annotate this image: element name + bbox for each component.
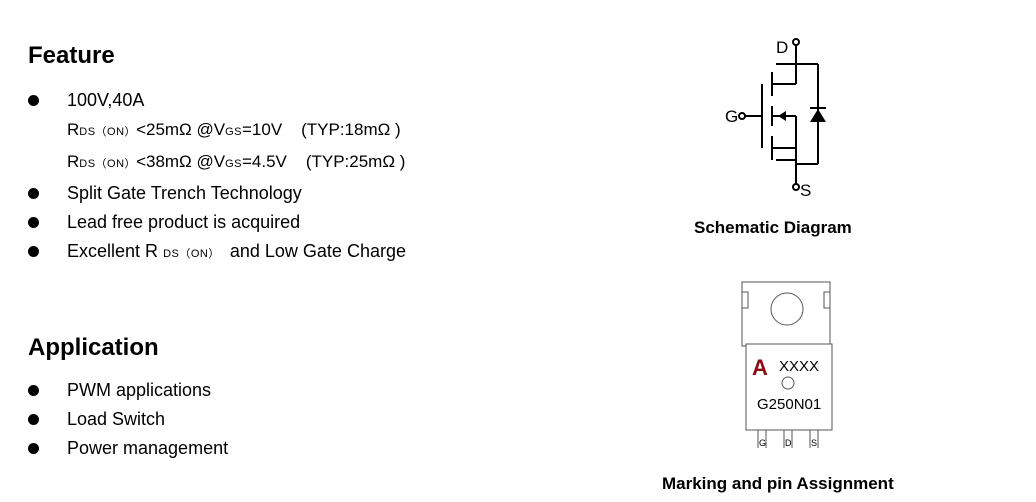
rds-spec-2: RDS（ON）<38mΩ @VGS=4.5V (TYP:25mΩ ) — [67, 152, 406, 171]
bullet-icon — [28, 443, 39, 454]
list-item: 100V,40A RDS（ON）<25mΩ @VGS=10V (TYP:18mΩ… — [28, 86, 406, 179]
feature-list: 100V,40A RDS（ON）<25mΩ @VGS=10V (TYP:18mΩ… — [28, 86, 406, 269]
application-heading: Application — [28, 334, 159, 361]
rating-text: 100V,40A — [67, 90, 145, 110]
mosfet-schematic: D G S — [725, 38, 826, 200]
pin-label-s: S — [811, 438, 817, 448]
diode-icon — [810, 109, 826, 122]
brand-logo: A — [752, 355, 768, 380]
lot-code: XXXX — [779, 358, 819, 375]
list-item: PWM applications — [28, 376, 228, 405]
bullet-icon — [28, 217, 39, 228]
channel-arrow-icon — [778, 111, 786, 121]
pin-label-d: D — [785, 438, 792, 448]
part-number: G250N01 — [757, 396, 821, 413]
list-item: Split Gate Trench Technology — [28, 179, 406, 208]
bullet-icon — [28, 246, 39, 257]
package-drawing: A XXXX G250N01 G D S — [741, 281, 833, 448]
list-item: Excellent R DS（ON） and Low Gate Charge — [28, 237, 406, 269]
pin-label-d: D — [776, 38, 788, 57]
bullet-icon — [28, 188, 39, 199]
rds-spec-1: RDS（ON）<25mΩ @VGS=10V (TYP:18mΩ ) — [67, 120, 401, 139]
bullet-icon — [28, 385, 39, 396]
application-list: PWM applications Load Switch Power manag… — [28, 376, 228, 463]
pin-label-g: G — [725, 107, 738, 126]
pin-label-s: S — [800, 181, 811, 200]
bullet-icon — [28, 414, 39, 425]
pin-label-g: G — [759, 438, 766, 448]
schematic-caption: Schematic Diagram — [694, 218, 852, 237]
feature-heading: Feature — [28, 42, 115, 69]
list-item: Load Switch — [28, 405, 228, 434]
package-caption: Marking and pin Assignment — [662, 474, 894, 493]
list-item: Lead free product is acquired — [28, 208, 406, 237]
list-item: Power management — [28, 434, 228, 463]
bullet-icon — [28, 95, 39, 106]
